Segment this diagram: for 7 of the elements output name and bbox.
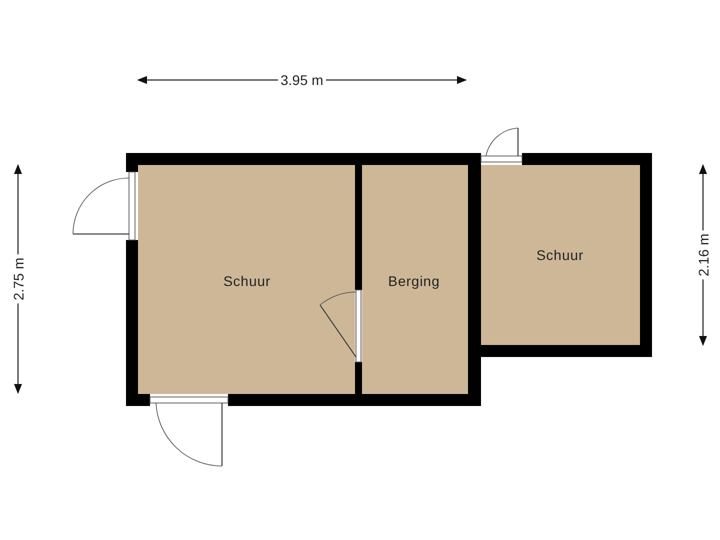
room-floor (481, 165, 640, 345)
room-floor (362, 165, 468, 394)
room-label: Schuur (536, 247, 584, 263)
dimension-label: 3.95 m (278, 72, 326, 88)
room-floor (138, 165, 355, 394)
room-label: Berging (388, 273, 440, 289)
room-label: Schuur (223, 273, 271, 289)
